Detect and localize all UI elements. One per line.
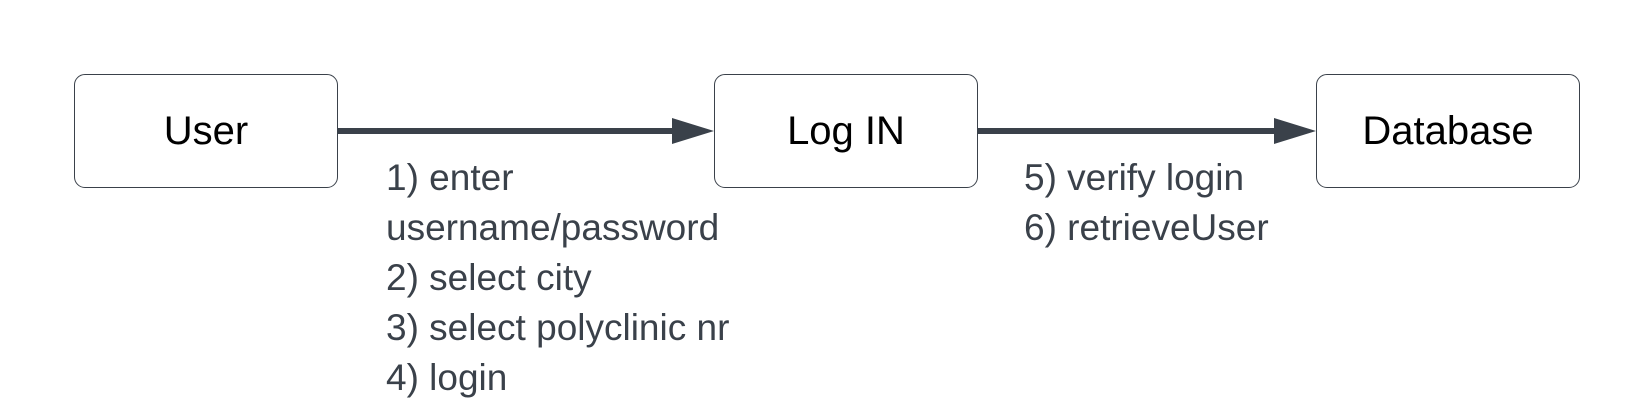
- edge-user-to-login-arrowhead: [672, 118, 714, 144]
- node-database[interactable]: Database: [1316, 74, 1580, 188]
- edge-label-line: 1) enter: [386, 157, 514, 198]
- node-database-label: Database: [1362, 108, 1534, 153]
- node-user-label: User: [163, 108, 249, 153]
- edge-login-to-database-arrowhead: [1274, 118, 1316, 144]
- edge-label-line: 2) select city: [386, 257, 592, 298]
- edge-label-line: 3) select polyclinic nr: [386, 307, 730, 348]
- edge-label-line: 6) retrieveUser: [1024, 207, 1269, 248]
- edge-label-line: 4) login: [386, 357, 508, 398]
- edge-label-line: username/password: [386, 207, 720, 248]
- edge-login-to-database-label: 5) verify login 6) retrieveUser: [1024, 153, 1269, 253]
- node-login-label: Log IN: [787, 108, 905, 153]
- node-user[interactable]: User: [74, 74, 338, 188]
- edge-user-to-login-label: 1) enter username/password 2) select cit…: [386, 153, 729, 403]
- edge-label-line: 5) verify login: [1024, 157, 1245, 198]
- node-login[interactable]: Log IN: [714, 74, 978, 188]
